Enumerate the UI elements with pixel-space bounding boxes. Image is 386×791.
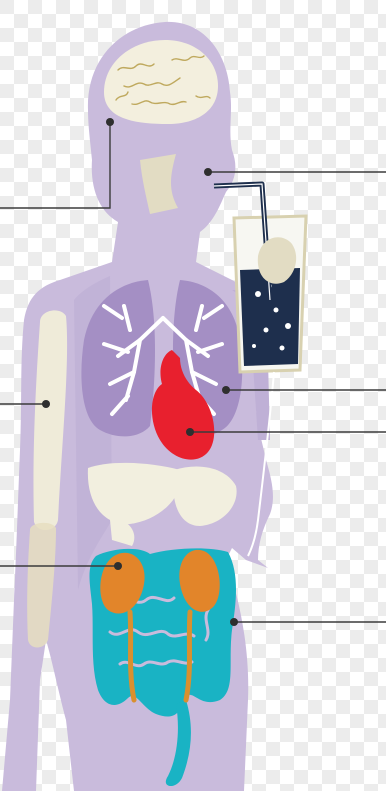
kidneys-marker — [114, 562, 122, 570]
lungs-marker — [222, 386, 230, 394]
heart-marker — [186, 428, 194, 436]
bones-marker — [42, 400, 50, 408]
brain-marker — [106, 118, 114, 126]
intestines-marker — [230, 618, 238, 626]
mouth-marker — [204, 168, 212, 176]
